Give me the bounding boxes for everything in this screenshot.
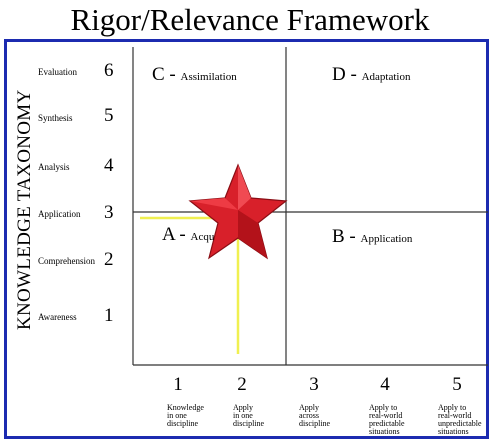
x-level-num-3: 3	[309, 374, 319, 395]
x-label-line: across	[299, 411, 319, 420]
level-num-6: 6	[104, 60, 114, 81]
level-label-evaluation: Evaluation	[38, 67, 77, 77]
x-level-num-5: 5	[452, 374, 462, 395]
level-num-1: 1	[104, 305, 114, 326]
level-num-3: 3	[104, 202, 114, 223]
x-level-label-2: Apply in one discipline	[233, 404, 303, 428]
x-level-num-4: 4	[380, 374, 390, 395]
x-label-line: discipline	[167, 419, 199, 428]
quadrant-a-name: Acqu	[190, 231, 215, 243]
x-label-line: predictable	[369, 419, 405, 428]
x-label-line: in one	[167, 411, 187, 420]
chart-frame	[4, 39, 489, 439]
quadrant-d-name: Adaptation	[361, 71, 411, 83]
x-label-line: unpredictable	[438, 419, 482, 428]
level-label-application: Application	[38, 209, 81, 219]
quadrant-d-letter: D -	[332, 64, 362, 85]
x-label-line: Apply	[299, 403, 319, 412]
quadrant-d-label: D - Adaptation	[332, 64, 410, 86]
x-label-line: Apply to	[438, 403, 467, 412]
level-label-analysis: Analysis	[38, 162, 70, 172]
x-label-line: Apply to	[369, 403, 398, 412]
x-label-line: Apply	[233, 403, 253, 412]
level-num-2: 2	[104, 249, 114, 270]
level-num-5: 5	[104, 105, 114, 126]
x-level-label-5: Apply to real-world unpredictable situat…	[438, 404, 500, 436]
x-label-line: real-world	[369, 411, 403, 420]
quadrant-c-name: Assimilation	[180, 71, 237, 83]
star-icon	[188, 163, 288, 260]
x-label-line: real-world	[438, 411, 472, 420]
quadrant-b-label: B - Application	[332, 226, 412, 248]
level-label-comprehension: Comprehension	[38, 256, 95, 266]
x-level-label-4: Apply to real-world predictable situatio…	[369, 404, 439, 436]
x-label-line: in one	[233, 411, 253, 420]
x-label-line: Knowledge	[167, 403, 204, 412]
quadrant-b-letter: B -	[332, 226, 361, 247]
level-num-4: 4	[104, 155, 114, 176]
x-label-line: discipline	[233, 419, 265, 428]
x-label-line: situations	[369, 427, 400, 436]
x-label-line: situations	[438, 427, 469, 436]
x-level-label-1: Knowledge in one discipline	[167, 404, 237, 428]
level-label-synthesis: Synthesis	[38, 113, 73, 123]
quadrant-a-label: A - Acqu	[162, 224, 214, 246]
page-title: Rigor/Relevance Framework	[70, 2, 430, 37]
level-label-awareness: Awareness	[38, 312, 77, 322]
quadrant-b-name: Application	[360, 233, 413, 245]
quadrant-c-label: C - Assimilation	[152, 64, 237, 86]
x-level-num-2: 2	[237, 374, 247, 395]
x-level-label-3: Apply across discipline	[299, 404, 369, 428]
x-level-num-1: 1	[173, 374, 183, 395]
quadrant-a-letter: A -	[162, 224, 191, 245]
quadrant-c-letter: C -	[152, 64, 181, 85]
x-label-line: discipline	[299, 419, 331, 428]
